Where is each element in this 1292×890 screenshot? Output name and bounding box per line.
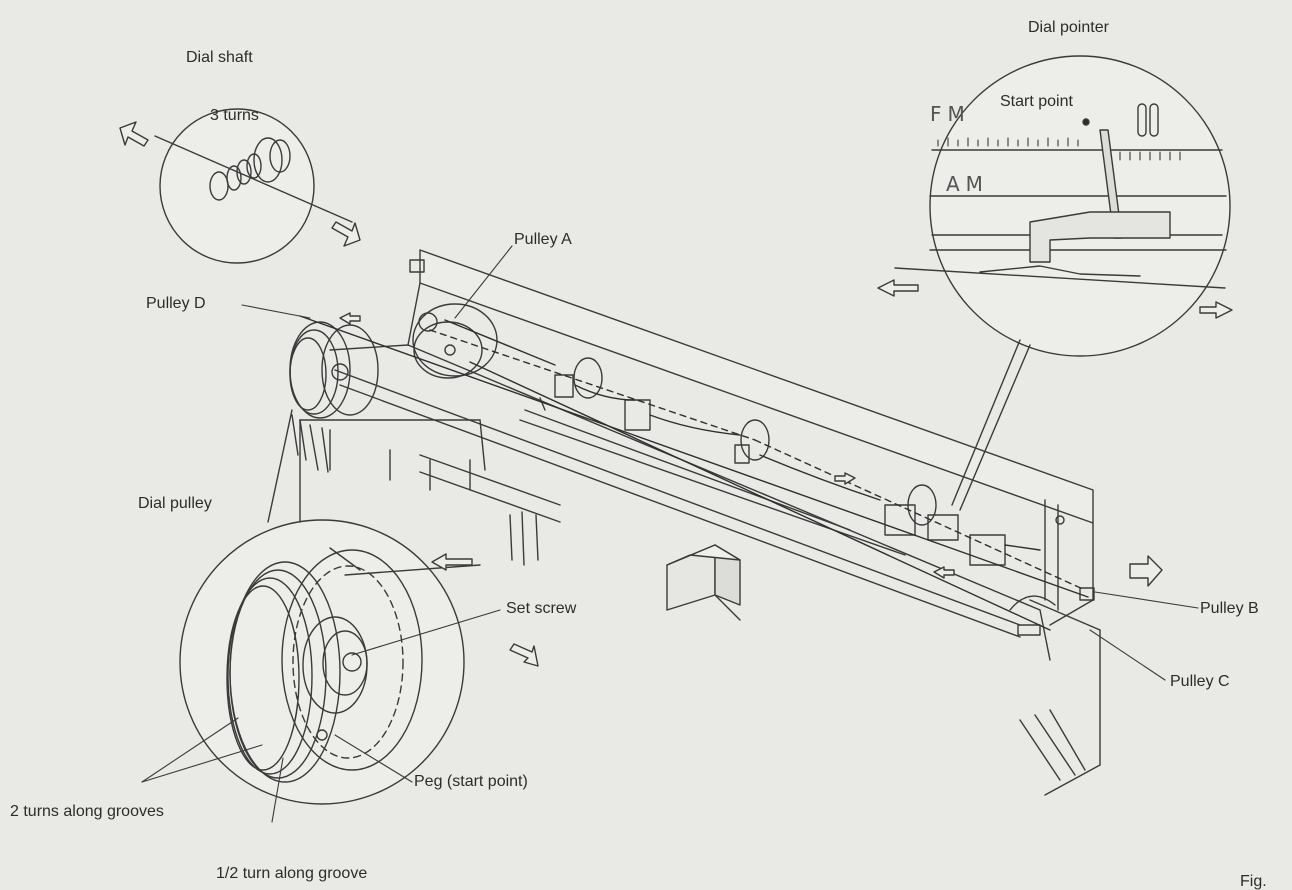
start-point-label: Start point bbox=[1000, 93, 1073, 110]
dial-pointer-label: Dial pointer bbox=[1028, 19, 1109, 36]
half-turn-label: 1/2 turn along groove bbox=[216, 865, 368, 882]
dial-pulley-inset bbox=[179, 519, 539, 805]
leader-lines bbox=[141, 245, 1199, 823]
dial-shaft-label: Dial shaft bbox=[186, 49, 253, 66]
dial-pulley-label: Dial pulley bbox=[138, 495, 212, 512]
transformer-block bbox=[666, 544, 741, 621]
pointer-callout-line-1 bbox=[951, 339, 1021, 506]
cord-direction-arrows bbox=[339, 312, 1163, 587]
pulley-callout-line-1 bbox=[267, 409, 293, 523]
pointer-callout-line-2 bbox=[959, 344, 1031, 511]
dial-pointer-inset bbox=[877, 55, 1233, 357]
pulley-b-label: Pulley B bbox=[1200, 600, 1259, 617]
two-turns-label: 2 turns along grooves bbox=[10, 803, 164, 820]
figure-label: Fig. bbox=[1240, 873, 1267, 890]
am-band-label: AM bbox=[946, 172, 989, 196]
pulley-d-label: Pulley D bbox=[146, 295, 206, 312]
pulley-d bbox=[289, 321, 379, 473]
pulley-a bbox=[412, 303, 498, 379]
three-turns-label: 3 turns bbox=[210, 107, 259, 124]
pulley-c-label: Pulley C bbox=[1170, 673, 1230, 690]
set-screw-label: Set screw bbox=[506, 600, 577, 617]
chassis-outline bbox=[299, 249, 1101, 796]
peg-start-point-label: Peg (start point) bbox=[414, 773, 528, 790]
dial-shaft-inset bbox=[119, 108, 361, 264]
dial-cord bbox=[299, 315, 1089, 631]
cord-rollers bbox=[554, 357, 1095, 601]
fm-band-label: FM bbox=[930, 102, 971, 126]
pulley-a-label: Pulley A bbox=[514, 231, 572, 248]
